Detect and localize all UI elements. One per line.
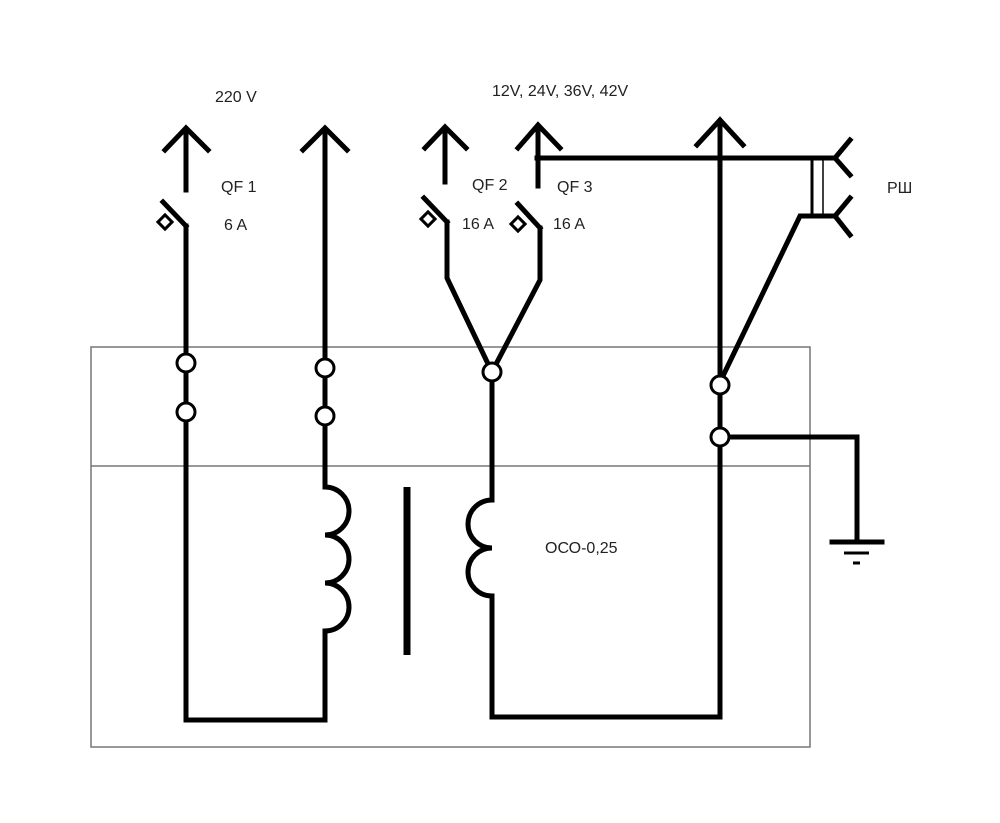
terminal: [709, 426, 731, 448]
voltage-primary-label: 220 V: [215, 89, 257, 106]
ground-icon: [719, 434, 885, 565]
socket-label: РШ: [887, 180, 912, 197]
socket-rsh: [534, 136, 854, 382]
terminal: [314, 405, 336, 427]
primary-line-2: [299, 124, 352, 723]
breaker1-rating: 6 A: [224, 217, 247, 234]
transformer-enclosure: [90, 346, 811, 748]
secondary-common-line: [693, 116, 747, 720]
secondary-line-qf3: [490, 121, 564, 372]
terminal: [175, 401, 197, 423]
breaker-qf2-icon: [418, 194, 451, 229]
terminal: [709, 374, 731, 396]
primary-line-1: [155, 124, 328, 723]
breaker2-name: QF 2: [472, 177, 508, 194]
secondary-coil-icon: [465, 497, 495, 599]
breaker-qf3-icon: [508, 200, 544, 234]
breaker-qf1-icon: [155, 198, 190, 232]
terminals: [175, 352, 731, 448]
secondary-winding: [465, 377, 723, 720]
terminal: [481, 361, 503, 383]
voltage-secondary-label: 12V, 24V, 36V, 42V: [492, 83, 628, 100]
breaker3-name: QF 3: [557, 179, 593, 196]
secondary-line-qf2: [418, 123, 494, 372]
breaker1-name: QF 1: [221, 179, 257, 196]
primary-coil-icon: [322, 484, 352, 634]
breaker2-rating: 16 A: [462, 216, 494, 233]
terminal: [314, 357, 336, 379]
breaker3-rating: 16 A: [553, 216, 585, 233]
transformer-model-label: ОСО-0,25: [545, 540, 618, 557]
terminal: [175, 352, 197, 374]
